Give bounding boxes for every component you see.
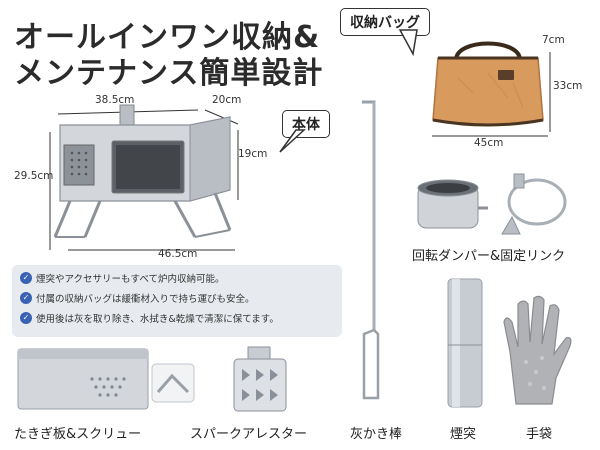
note-text: 使用後は灰を取り除き、水拭き&乾燥で清潔に保てます。 xyxy=(36,314,279,325)
storage-bag xyxy=(432,41,544,127)
note-text: 煙突やアクセサリーもすべて炉内収納可能。 xyxy=(36,274,225,285)
spark-arrestor xyxy=(233,346,287,412)
check-icon: ✓ xyxy=(20,312,32,324)
note-item: ✓ 煙突やアクセサリーもすべて炉内収納可能。 xyxy=(20,271,334,285)
screw xyxy=(151,363,195,403)
check-icon: ✓ xyxy=(20,272,32,284)
check-icon: ✓ xyxy=(20,292,32,304)
ash-poker-label: 灰かき棒 xyxy=(350,427,403,442)
firewood-board xyxy=(17,348,149,410)
damper-label: 回転ダンパー&固定リンク xyxy=(412,249,566,264)
stove-body xyxy=(53,104,232,238)
stove-total-height-dim: 29.5cm xyxy=(14,170,54,182)
bag-height-dim: 33cm xyxy=(553,80,583,92)
stove-width-dim: 38.5cm xyxy=(95,94,135,106)
bag-depth-dim: 7cm xyxy=(542,34,565,46)
stove-body-height-dim: 19cm xyxy=(238,148,268,160)
spark-arrestor-label: スパークアレスター xyxy=(190,427,308,442)
damper xyxy=(417,179,488,229)
note-item: ✓ 付属の収納バッグは緩衝材入りで持ち運びも安全。 xyxy=(20,291,334,305)
stove-depth-dim: 20cm xyxy=(212,94,242,106)
fixing-link xyxy=(501,173,567,235)
title-line-1: オールインワン収納& xyxy=(14,20,321,55)
notes-box: ✓ 煙突やアクセサリーもすべて炉内収納可能。 ✓ 付属の収納バッグは緩衝材入りで… xyxy=(12,265,342,337)
note-item: ✓ 使用後は灰を取り除き、水拭き&乾燥で清潔に保てます。 xyxy=(20,311,334,325)
bag-width-dim: 45cm xyxy=(474,137,504,149)
bag-width-line xyxy=(432,135,548,137)
gloves xyxy=(503,295,572,405)
bag-callout-pointer xyxy=(398,29,418,57)
stove-length-dim: 46.5cm xyxy=(158,248,198,260)
title-line-2: メンテナンス簡単設計 xyxy=(14,56,324,91)
firewood-board-label: たきぎ板&スクリュー xyxy=(14,427,142,442)
chimney xyxy=(447,278,483,408)
ash-poker xyxy=(362,100,380,400)
gloves-label: 手袋 xyxy=(526,427,553,442)
bag-height-line xyxy=(549,52,551,132)
stove-dimension-lines xyxy=(49,109,239,251)
chimney-label: 煙突 xyxy=(450,427,477,442)
note-text: 付属の収納バッグは緩衝材入りで持ち運びも安全。 xyxy=(36,294,255,305)
stove-callout-pointer xyxy=(279,129,306,153)
stove-callout: 本体 xyxy=(282,110,330,138)
